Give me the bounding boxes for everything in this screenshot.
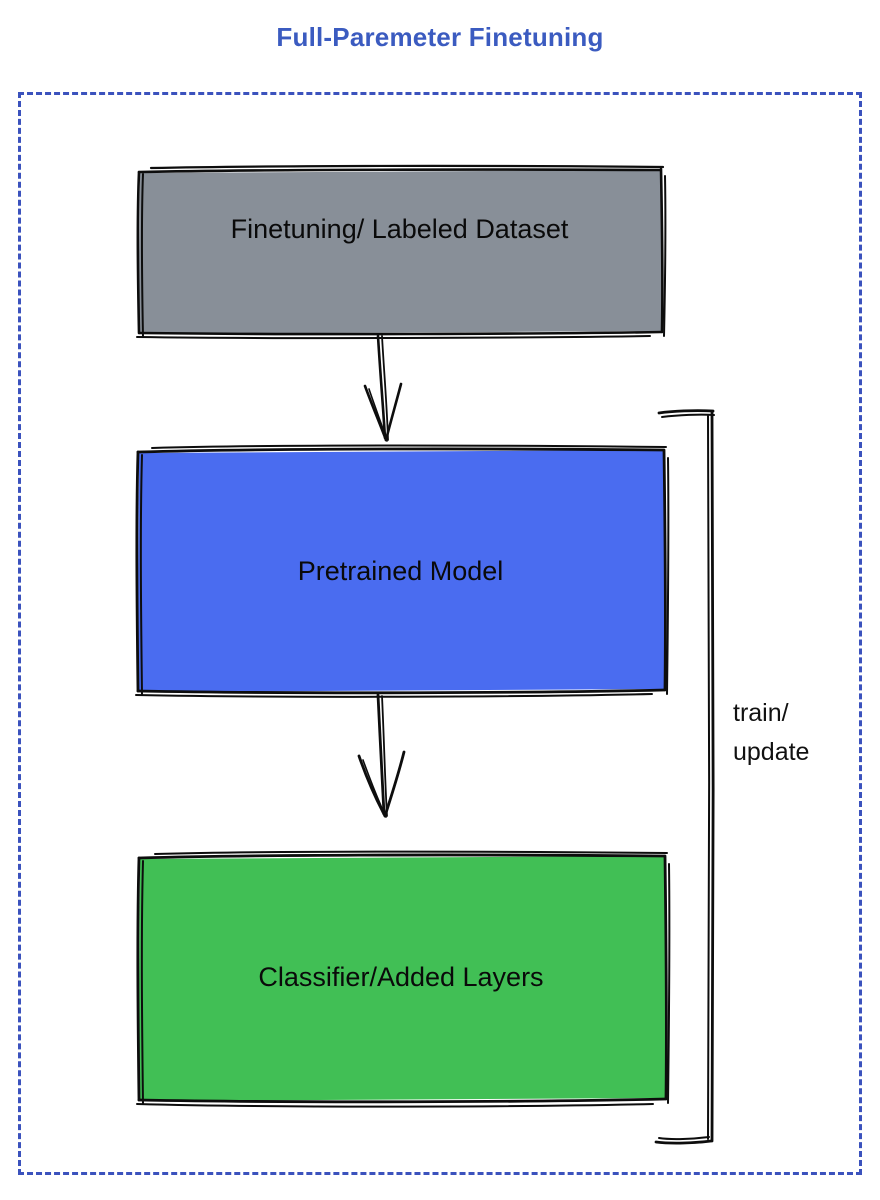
node-model-edge-top-a [136,447,665,454]
node-classifier-edge-top-b [154,850,668,855]
node-dataset-edge-right-b [663,175,667,337]
node-model-edge-left-b [139,454,143,696]
node-classifier-edge-top-a [137,853,666,860]
node-pretrained-model[interactable] [135,444,670,698]
feedback-loop-label: train/ update [733,694,809,772]
node-classifier[interactable] [136,850,671,1108]
node-pretrained-model-label: Pretrained Model [297,556,504,586]
edge-feedback-loop [654,409,715,1145]
node-dataset-edge-bottom-a [138,330,663,336]
page-title: Full-Paremeter Finetuning [276,22,604,52]
node-model-edge-right-a [662,448,667,692]
node-classifier-edge-right-a [663,854,668,1101]
arrowhead-right-barb [383,750,406,818]
diagram-dashed-frame [18,92,862,1175]
node-classifier-fill [138,856,666,1101]
arrowhead-right-barb [384,382,403,442]
edge-model-to-classifier [357,693,406,818]
edge-dataset-to-model [363,334,403,442]
node-classifier-label: Classifier/Added Layers [258,962,544,992]
node-dataset-edge-right-a [659,167,664,334]
node-model-edge-right-b [666,457,670,695]
node-dataset-fill [138,170,662,334]
node-pretrained-model-fill [137,450,665,692]
node-dataset-label: Finetuning/ Labeled Dataset [230,214,569,244]
node-classifier-edge-left-b [140,860,144,1105]
node-dataset-edge-bottom-b [136,335,651,340]
node-model-edge-bottom-a [136,688,666,695]
node-model-edge-bottom-b [135,693,653,698]
feedback-loop-label-line2: update [733,738,810,766]
node-classifier-edge-right-b [667,863,671,1104]
node-dataset-edge-top-b [149,164,665,170]
arrowhead-left-barb [363,384,388,442]
feedback-loop-label-line1: train/ [733,699,789,727]
node-classifier-edge-bottom-b [136,1103,654,1108]
node-model-edge-top-b [151,444,667,449]
node-classifier-edge-left-a [136,856,141,1102]
node-dataset-edge-top-a [137,168,662,174]
node-dataset-edge-left-b [140,173,144,338]
node-classifier-edge-bottom-a [137,1097,667,1104]
node-model-edge-left-a [135,450,140,693]
node-dataset-edge-left-a [136,170,141,335]
node-dataset[interactable] [136,164,667,340]
